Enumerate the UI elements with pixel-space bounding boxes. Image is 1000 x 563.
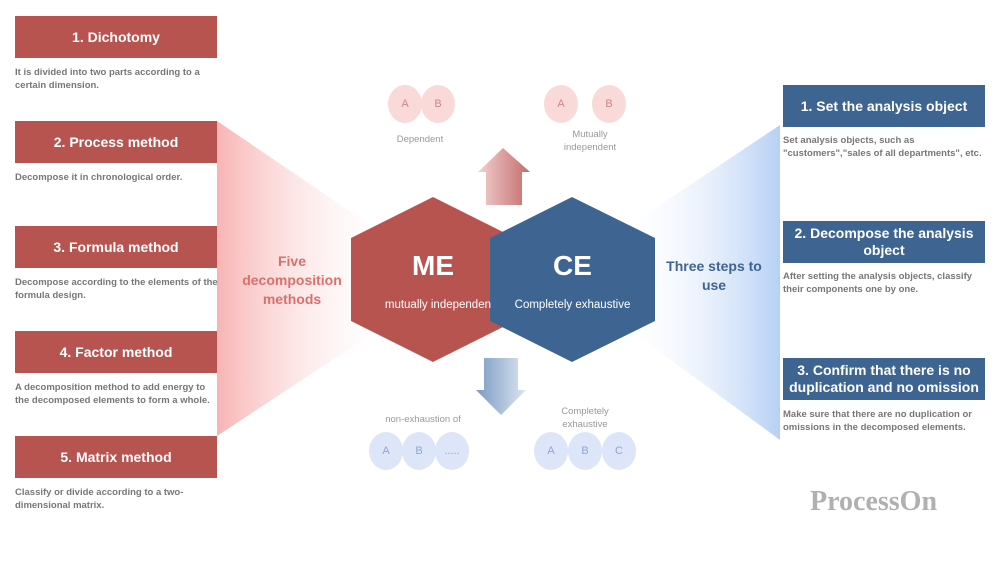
method-desc: It is divided into two parts according t… [15,67,200,91]
step-1[interactable]: 1. Set the analysis object [783,85,985,127]
right-funnel [630,125,780,440]
ce-hexagon [490,197,655,362]
circle-b: B [421,85,455,123]
complete-label: Completely exhaustive [561,406,609,430]
method-factor[interactable]: 4. Factor method [15,331,217,373]
step-desc: Make sure that there are no duplication … [783,409,972,433]
step-desc: Set analysis objects, such as "customers… [783,135,982,159]
method-desc: A decomposition method to add energy to … [15,382,210,406]
ce-title: CE [553,250,592,281]
independent-label: Mutually independent [563,129,617,153]
three-steps-title: Three steps to use [666,258,762,293]
ce-subtitle: Completely exhaustive [514,299,631,311]
method-desc: Classify or divide according to a two-di… [15,487,184,511]
circle-c: C [602,432,636,470]
step-desc: After setting the analysis objects, clas… [783,271,973,295]
down-arrow [476,358,526,415]
me-hexagon [351,197,515,362]
circle-b: B [568,432,602,470]
circle-a: A [544,85,578,123]
processon-watermark: ProcessOn [810,486,938,517]
me-title: ME [412,250,454,281]
left-funnel [217,121,385,436]
circle-a: A [534,432,568,470]
me-subtitle: mutually independen [384,299,491,311]
method-desc: Decompose it in chronological order. [15,172,183,183]
circle-a: A [369,432,403,470]
method-formula[interactable]: 3. Formula method [15,226,217,268]
circle-a: A [388,85,422,123]
method-dichotomy[interactable]: 1. Dichotomy [15,16,217,58]
five-methods-title: Five decomposition methods [242,253,342,307]
up-arrow [478,148,530,205]
circle-dots: ..... [435,432,469,470]
method-desc: Decompose according to the elements of t… [15,277,218,301]
circle-b: B [592,85,626,123]
circle-b: B [402,432,436,470]
step-2[interactable]: 2. Decompose the analysis object [783,221,985,263]
method-matrix[interactable]: 5. Matrix method [15,436,217,478]
method-process[interactable]: 2. Process method [15,121,217,163]
step-3[interactable]: 3. Confirm that there is no duplication … [783,358,985,400]
non-exhaustion-label: non-exhaustion of [385,414,461,425]
dependent-label: Dependent [396,134,444,145]
